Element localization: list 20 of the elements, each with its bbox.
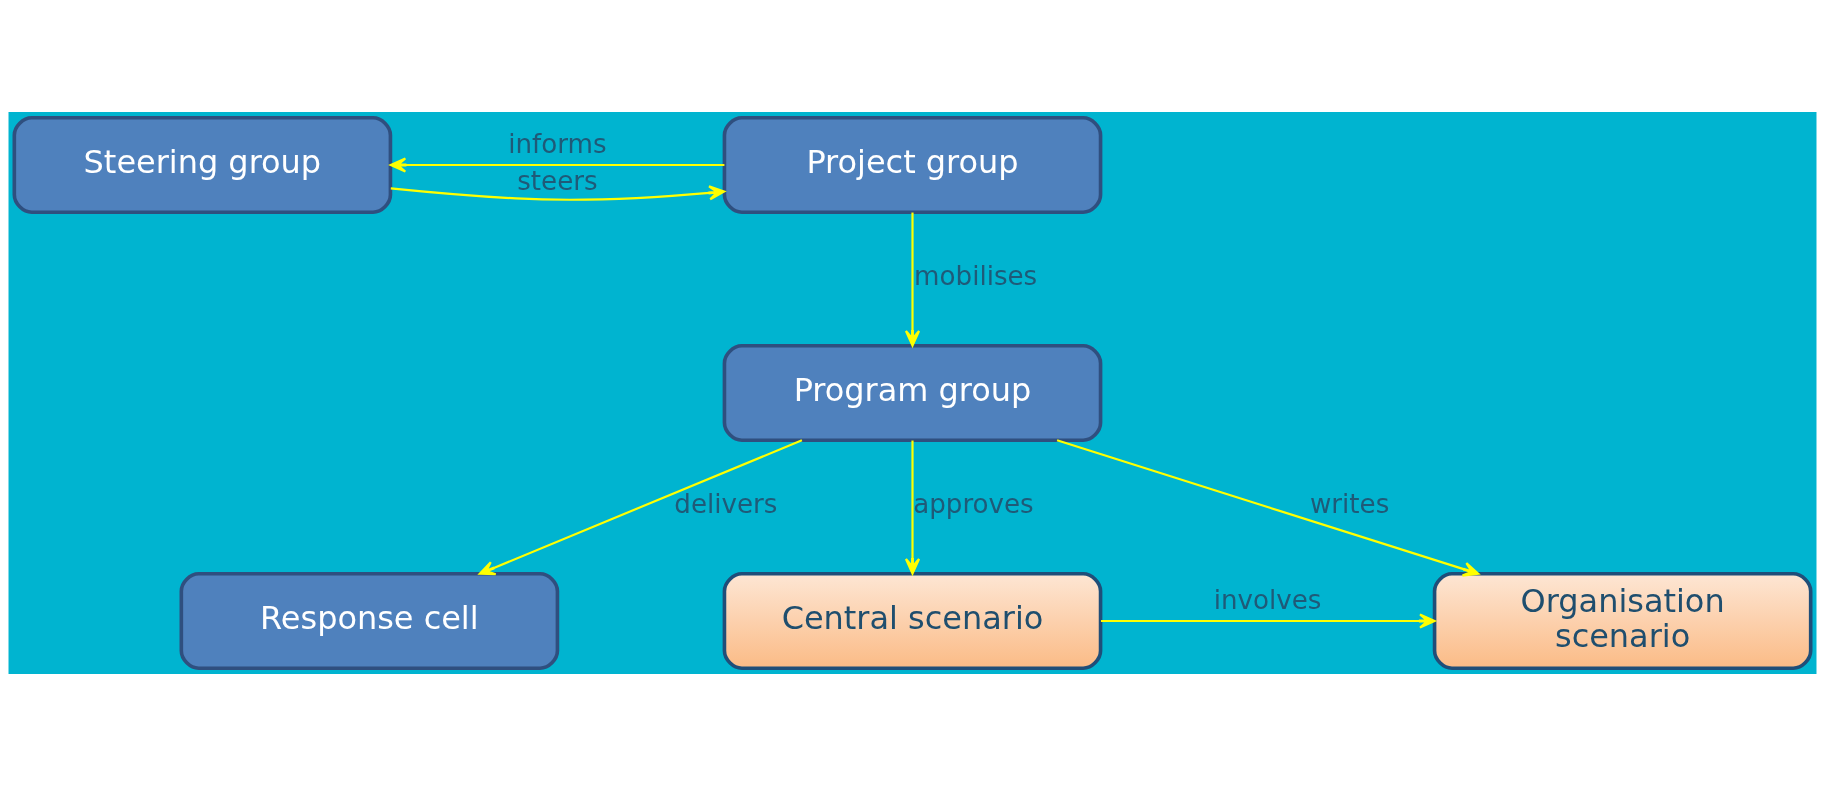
edge-label: mobilises — [914, 261, 1038, 292]
arrow — [904, 440, 921, 575]
edge-label: approves — [913, 489, 1034, 520]
arrow — [389, 157, 725, 173]
arrow — [478, 439, 803, 576]
arrow — [1056, 439, 1480, 577]
node-box: Central scenario — [722, 572, 1103, 670]
edge-label: steers — [517, 166, 598, 197]
node-box: Project group — [722, 116, 1103, 214]
arrow — [1100, 613, 1436, 629]
edge-label: involves — [1213, 584, 1322, 615]
node-box: Program group — [722, 344, 1103, 442]
node-box: Organisation scenario — [1432, 572, 1813, 670]
node-box: Steering group — [12, 116, 393, 214]
edge-label: delivers — [674, 489, 778, 520]
arrow — [904, 212, 921, 347]
edge-label: writes — [1309, 489, 1390, 520]
edge-label: informs — [508, 128, 607, 159]
node-box: Response cell — [179, 572, 560, 670]
arrow — [390, 185, 726, 201]
